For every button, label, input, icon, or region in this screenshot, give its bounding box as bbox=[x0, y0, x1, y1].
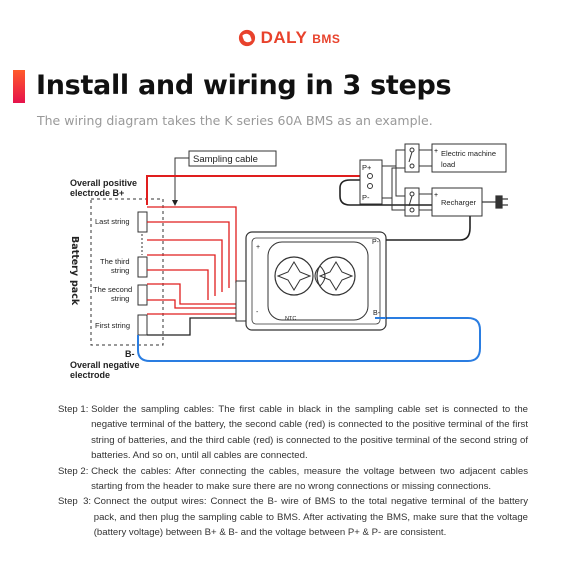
sampling-wire-black bbox=[147, 317, 236, 336]
load-switch-icon bbox=[404, 143, 420, 173]
string-label-second-1: The second bbox=[93, 285, 132, 294]
battery-pack-label-2: pack bbox=[69, 280, 80, 306]
step-1-text: Solder the sampling cables: The first ca… bbox=[91, 404, 528, 462]
daly-logo-icon bbox=[238, 29, 255, 47]
port-p-minus-label: P- bbox=[362, 193, 370, 202]
recharger-switch-icon bbox=[404, 187, 420, 217]
string-label-first: First string bbox=[95, 321, 130, 330]
step-1: Step 1: Solder the sampling cables: The … bbox=[58, 402, 528, 464]
string-label-third-2: string bbox=[111, 266, 129, 275]
cell-first bbox=[137, 314, 148, 336]
step-3: Step 3: Connect the output wires: Connec… bbox=[58, 494, 528, 540]
recharger-box bbox=[431, 187, 483, 217]
cell-second bbox=[137, 284, 148, 306]
brand-header: DALY BMS bbox=[0, 28, 578, 48]
wiring-diagram: Battery pack Last string The third strin… bbox=[69, 143, 508, 380]
bms-b-minus-label: B- bbox=[373, 310, 381, 317]
bms-plus-label: + bbox=[256, 244, 260, 251]
recharger-plus: + bbox=[434, 192, 438, 199]
electric-machine-label-2: load bbox=[441, 160, 455, 169]
bms-p-minus-label: P- bbox=[372, 239, 380, 246]
battery-cells bbox=[137, 211, 148, 336]
b-plus-wire bbox=[146, 175, 360, 205]
step-1-label: Step 1: bbox=[58, 404, 92, 415]
power-plug-icon bbox=[482, 195, 508, 209]
recharger-label: Recharger bbox=[441, 198, 477, 207]
b-minus-wire bbox=[137, 317, 481, 362]
step-2-label: Step 2: bbox=[58, 465, 92, 477]
overall-negative-label: Overall negative bbox=[70, 360, 140, 370]
battery-pack-outline bbox=[90, 198, 164, 346]
string-label-last: Last string bbox=[95, 217, 130, 226]
instruction-steps: Step 1: Solder the sampling cables: The … bbox=[58, 402, 528, 541]
electric-machine-label: Electric machine bbox=[441, 149, 496, 158]
step-3-label: Step 3: bbox=[58, 496, 94, 508]
step-3-text: Connect the output wires: Connect the B-… bbox=[93, 496, 528, 539]
sampling-cable-pointer bbox=[172, 157, 189, 206]
cell-last bbox=[137, 211, 148, 233]
bms-minus-label: - bbox=[256, 309, 259, 316]
port-block bbox=[359, 159, 383, 205]
title-accent-bar bbox=[13, 70, 25, 103]
page-subtitle: The wiring diagram takes the K series 60… bbox=[37, 113, 433, 128]
electric-machine-box bbox=[431, 143, 507, 173]
sampling-wires bbox=[147, 206, 237, 315]
bms-ntc-label: NTC bbox=[285, 316, 296, 322]
battery-pack-label: Battery bbox=[69, 236, 80, 277]
overall-positive-label: Overall positive bbox=[70, 178, 137, 188]
brand-name: DALY BMS bbox=[260, 28, 341, 47]
sampling-cable-label: Sampling cable bbox=[193, 154, 258, 165]
overall-positive-label-2: electrode B+ bbox=[70, 188, 124, 198]
string-label-third-1: The third bbox=[100, 257, 130, 266]
page-title: Install and wiring in 3 steps bbox=[36, 70, 452, 101]
step-2-text: Check the cables: After connecting the c… bbox=[91, 465, 528, 493]
electric-machine-plus: + bbox=[434, 148, 438, 155]
bms-board bbox=[245, 231, 387, 331]
overall-negative-label-2: electrode bbox=[70, 370, 110, 380]
sampling-connector bbox=[235, 280, 247, 322]
step-2: Step 2: Check the cables: After connecti… bbox=[58, 464, 528, 495]
overall-negative-b-label: B- bbox=[125, 349, 135, 359]
string-label-second-2: string bbox=[111, 294, 129, 303]
cell-third bbox=[137, 256, 148, 278]
port-p-plus-label: P+ bbox=[362, 163, 372, 172]
